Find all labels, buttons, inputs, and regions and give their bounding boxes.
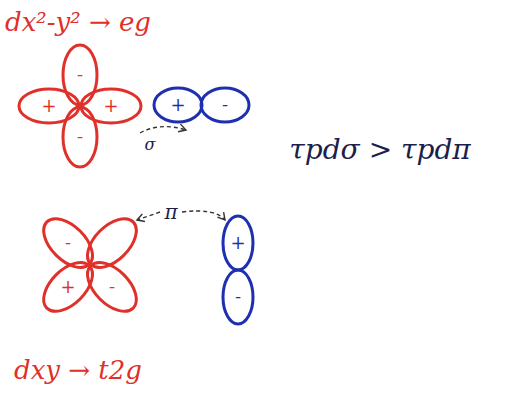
- lobe-sign: -: [235, 288, 241, 306]
- orbital-mapping: dx²-y² → eg: [5, 9, 151, 35]
- lobe-sign: -: [222, 96, 228, 114]
- pi-arrow: [137, 212, 160, 220]
- lobe-sign: -: [77, 66, 83, 84]
- bond-symbol: π: [164, 202, 177, 222]
- dx2-y2-orbital: [19, 45, 141, 167]
- lobe-sign: +: [230, 234, 245, 252]
- hopping-relation: τpdσ > τpdπ: [289, 136, 470, 164]
- lobe-sign: -: [77, 128, 83, 146]
- bond-symbol: σ: [145, 137, 156, 153]
- lobe-sign: -: [109, 278, 115, 296]
- sigma-arrow: [140, 127, 186, 133]
- lobe-sign: +: [103, 97, 118, 115]
- lobe-sign: +: [60, 278, 75, 296]
- lobe-sign: +: [41, 97, 56, 115]
- pi-arrow: [182, 211, 225, 220]
- orbital-mapping: dxy → t2g: [14, 357, 142, 383]
- p-orbital-horizontal: [154, 88, 249, 122]
- dxy-orbital: [4, 179, 177, 352]
- lobe-sign: -: [65, 234, 71, 252]
- lobe-sign: +: [170, 96, 185, 114]
- p-orbital-vertical: [223, 216, 253, 324]
